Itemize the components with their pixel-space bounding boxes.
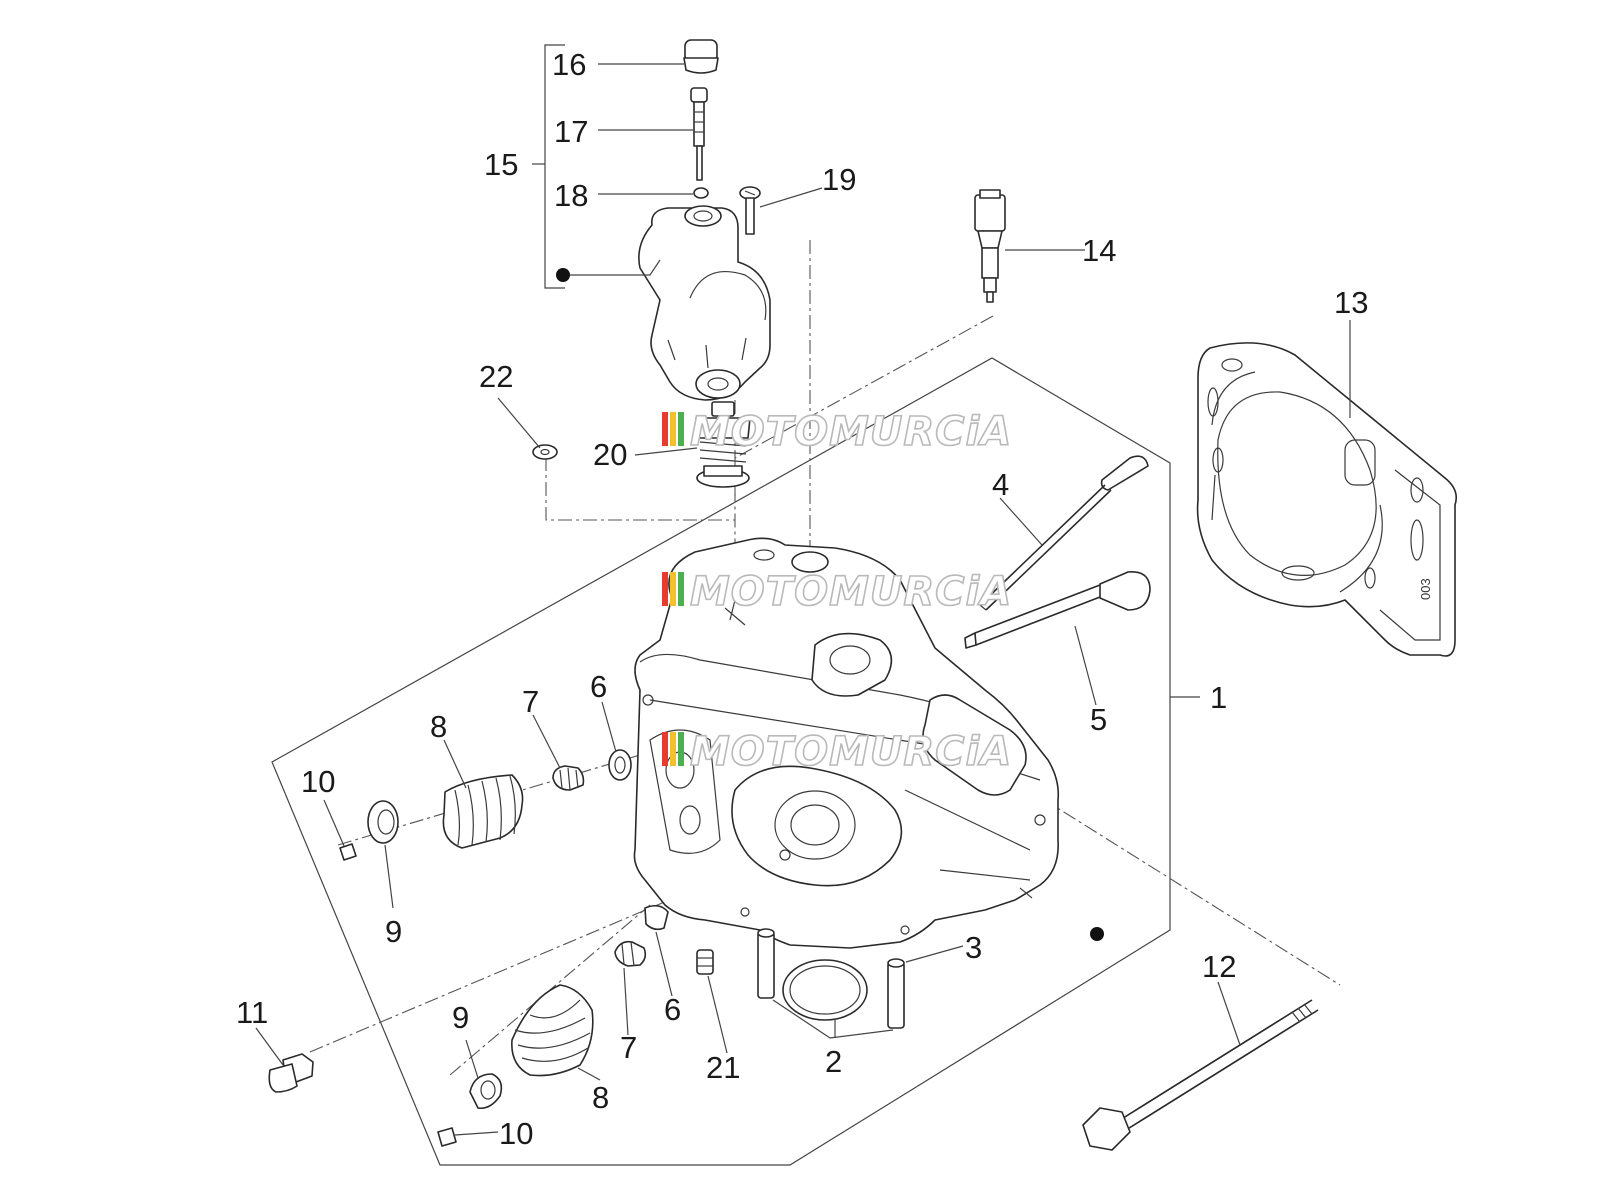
callout-4: 4 xyxy=(992,467,1009,502)
watermark-stripe-red xyxy=(662,412,668,446)
watermark-middle: MOTOMURCiA xyxy=(662,568,1012,616)
part-valve-spring-8b xyxy=(511,984,594,1077)
part-plug-21 xyxy=(696,949,714,975)
callout-6-upper: 6 xyxy=(590,669,607,704)
part-thermostat-housing xyxy=(638,205,771,401)
callout-2: 2 xyxy=(825,1044,842,1079)
watermark-text: MOTOMURCiA xyxy=(690,569,1012,615)
part-valve-spring-8a xyxy=(442,774,524,849)
leader-lines xyxy=(255,63,1351,1136)
centerline-bolt xyxy=(999,771,1341,986)
part-o-ring-large xyxy=(782,959,868,1021)
callout-8-upper: 8 xyxy=(430,709,447,744)
callout-21: 21 xyxy=(706,1050,740,1085)
callout-10-upper: 10 xyxy=(301,764,335,799)
part-plug-screw-11 xyxy=(268,1053,314,1093)
watermark-stripe-yellow xyxy=(670,732,676,766)
callout-15: 15 xyxy=(484,147,518,182)
part-dowel-left xyxy=(757,928,775,999)
watermark-bottom: MOTOMURCiA xyxy=(662,728,1012,776)
callout-10-lower: 10 xyxy=(499,1116,533,1151)
watermark-stripe-green xyxy=(678,412,684,446)
centerline-plug xyxy=(309,869,741,1053)
part-bleed-screw xyxy=(690,87,708,181)
centerline-washer xyxy=(545,457,735,521)
callout-6-lower: 6 xyxy=(664,992,681,1027)
callout-5: 5 xyxy=(1090,702,1107,737)
callout-7-lower: 7 xyxy=(620,1030,637,1065)
callout-17: 17 xyxy=(554,114,588,149)
part-temperature-sensor xyxy=(974,189,1006,303)
part-collet-10a xyxy=(339,843,357,861)
watermark-stripe-yellow xyxy=(670,572,676,606)
part-spring-retainer-9b xyxy=(469,1073,503,1110)
callout-22: 22 xyxy=(479,359,513,394)
group-outline-cylinder-head xyxy=(271,357,1171,1166)
part-collet-10b xyxy=(437,1127,457,1147)
watermark-stripe-red xyxy=(662,732,668,766)
part-spring-retainer-9a xyxy=(367,800,399,844)
watermark-text: MOTOMURCiA xyxy=(690,729,1012,775)
callout-1: 1 xyxy=(1210,680,1227,715)
callout-18: 18 xyxy=(554,178,588,213)
callout-19: 19 xyxy=(822,162,856,197)
watermark-stripe-red xyxy=(662,572,668,606)
callout-13: 13 xyxy=(1334,285,1368,320)
part-head-gasket: 003 xyxy=(1196,342,1458,657)
part-valve-seal-6a xyxy=(608,749,632,781)
callout-9-upper: 9 xyxy=(385,914,402,949)
part-dowel-right xyxy=(887,958,905,1029)
part-valve-5 xyxy=(964,571,1151,649)
callout-20: 20 xyxy=(593,437,627,472)
callout-8-lower: 8 xyxy=(592,1080,609,1115)
group-bracket-thermostat xyxy=(544,44,565,289)
callout-16: 16 xyxy=(552,47,586,82)
group-dot-thermostat xyxy=(556,268,570,282)
callout-11: 11 xyxy=(236,995,268,1030)
watermark-text: MOTOMURCiA xyxy=(690,409,1012,455)
gasket-marking: 003 xyxy=(1418,578,1433,600)
watermark-top: MOTOMURCiA xyxy=(662,408,1012,456)
part-washer-22 xyxy=(532,444,558,460)
part-o-ring xyxy=(693,187,709,199)
part-screw-19 xyxy=(739,186,761,235)
part-cylinder-head xyxy=(633,537,1060,949)
watermark-stripe-green xyxy=(678,732,684,766)
group-dot-head xyxy=(1090,927,1104,941)
part-thermostat xyxy=(695,401,751,488)
part-valve-seal-6b xyxy=(644,904,669,931)
watermark-stripe-yellow xyxy=(670,412,676,446)
part-long-bolt xyxy=(1082,999,1319,1151)
callout-9-lower: 9 xyxy=(452,1000,469,1035)
part-valve-stem-seal-7b xyxy=(614,940,647,967)
callout-12: 12 xyxy=(1202,949,1236,984)
callout-3: 3 xyxy=(965,930,982,965)
watermark-stripe-green xyxy=(678,572,684,606)
callout-7-upper: 7 xyxy=(522,684,539,719)
part-valve-4 xyxy=(979,455,1149,611)
part-cap xyxy=(683,39,719,74)
callout-14: 14 xyxy=(1082,233,1116,268)
part-valve-stem-seal-7a xyxy=(552,765,585,791)
